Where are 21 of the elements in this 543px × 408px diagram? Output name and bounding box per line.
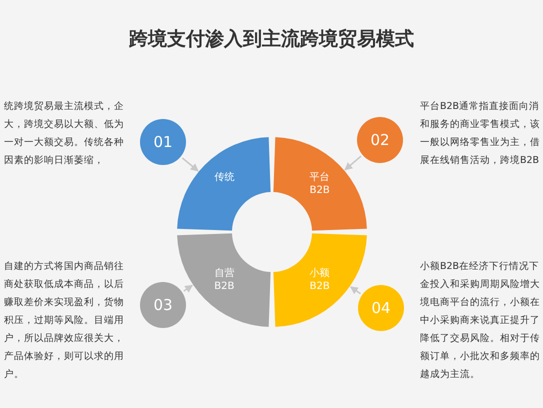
ring-segment [177, 137, 272, 232]
segment-label: 传统 [213, 171, 236, 184]
pointer-arrow [350, 286, 361, 294]
segment-label: 自营 B2B [213, 266, 236, 293]
description-text: 小额B2B在经济下行情况下金投入和采购周期风险增大境电商平台的流行，小额在中小采购商来说真正提升了降低了交易风险。相对于传额订单，小批次和多频率的越成为主流。 [420, 260, 540, 382]
description-text: 统跨境贸易最主流模式，企大，跨境交易以大额、低为一对一大额交易。传统各种因素的影响日渐萎缩， [4, 100, 125, 168]
number-badge: 01 [140, 119, 186, 165]
description-text: 平台B2B通常指直接面向消和服务的商业零售模式，该一般以网络零售业为主，借展在线销售活动，跨境B2B [420, 100, 540, 168]
segment-label: 小额 B2B [308, 266, 331, 293]
number-badge: 03 [140, 282, 186, 328]
number-badge: 04 [358, 285, 404, 331]
ring-segment [272, 137, 367, 232]
pointer-arrow [182, 157, 199, 172]
pointer-arrow [344, 156, 362, 170]
ring-segment [272, 232, 367, 327]
description-text: 自建的方式将国内商品销往商处获取低成本商品，以后赚取差价来实现盈利，货物积压，过期等风险。目端用户，所以品牌效应很关大，产品体验好，则可以求的用户。 [4, 260, 125, 382]
ring-segment [177, 232, 272, 327]
pointer-arrow [183, 284, 194, 293]
page-title: 跨境支付渗入到主流跨境贸易模式 [128, 27, 415, 52]
number-badge: 02 [357, 117, 403, 163]
segment-label: 平台 B2B [308, 171, 331, 198]
